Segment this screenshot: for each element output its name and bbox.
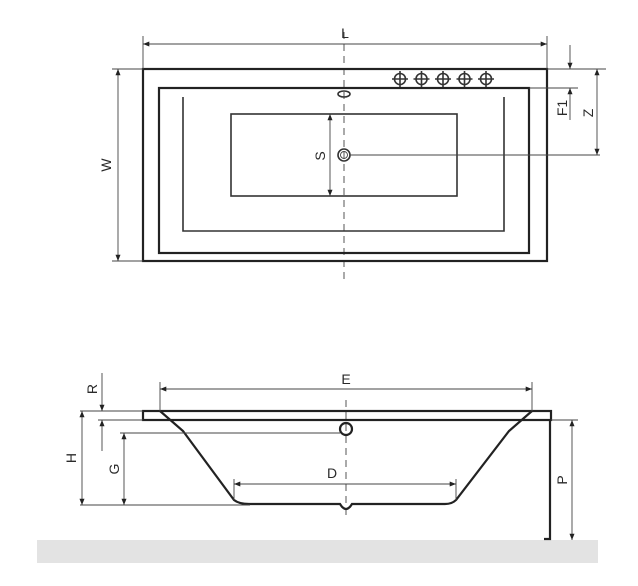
jet-icon	[456, 71, 473, 87]
top-view: L W S F1 Z	[98, 25, 606, 280]
rim-thickness-label: R	[84, 384, 100, 394]
drain-depth-label: Z	[580, 108, 596, 117]
leg-height-label: P	[554, 475, 570, 484]
overflow-height-label: G	[106, 464, 122, 475]
jet-icon	[413, 71, 430, 87]
overflow-icon	[337, 90, 351, 98]
length-label: L	[341, 25, 349, 41]
floor	[37, 540, 598, 563]
bowl-profile	[159, 410, 533, 511]
height-label: H	[63, 453, 79, 463]
inner-rim	[157, 86, 531, 255]
width-label: W	[98, 158, 114, 172]
side-view: E R H G D P	[37, 371, 598, 563]
jet-icon	[478, 71, 494, 87]
jet-icon	[435, 71, 451, 87]
support-leg	[544, 420, 552, 541]
rim-length-label: E	[341, 371, 350, 387]
jet-offset-label: F1	[554, 100, 570, 117]
overflow-icon	[338, 421, 354, 437]
jets-group	[392, 71, 494, 87]
bottom-length-label: D	[327, 465, 337, 481]
outer-rim	[141, 67, 549, 263]
bowl-outline	[182, 97, 505, 232]
jet-icon	[392, 71, 408, 87]
rim	[141, 409, 553, 422]
drain-offset-label: S	[312, 151, 328, 160]
